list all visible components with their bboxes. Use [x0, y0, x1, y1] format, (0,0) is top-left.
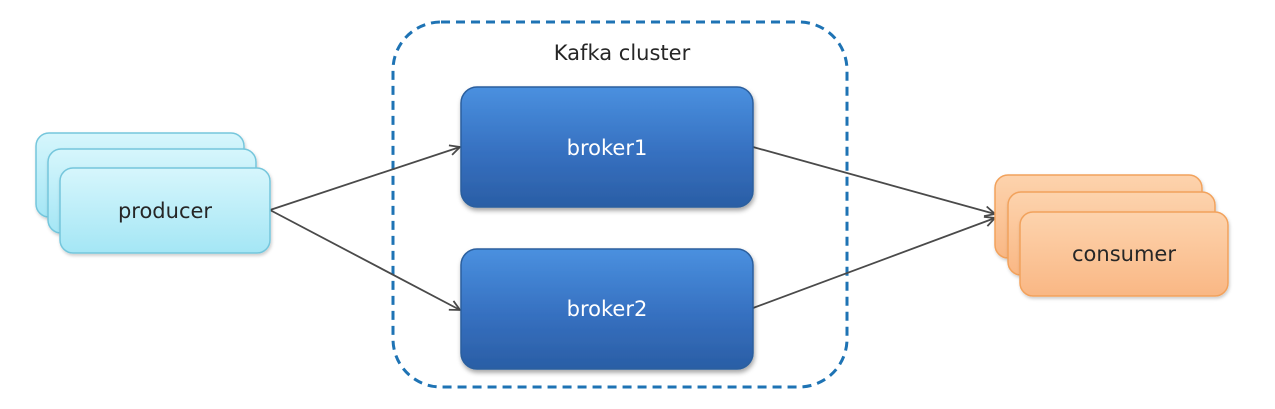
consumer-node: consumer — [994, 174, 1229, 297]
edge-broker1-consumer — [752, 146, 995, 214]
broker2-node: broker2 — [460, 248, 754, 370]
edge-broker2-consumer — [752, 218, 995, 309]
edge-producer-broker2 — [269, 209, 460, 310]
broker1-label: broker1 — [567, 136, 648, 160]
broker2-label: broker2 — [567, 297, 648, 321]
broker1-box — [460, 86, 754, 208]
producer-label: producer — [118, 199, 212, 223]
consumer-stack-front — [1019, 211, 1229, 297]
broker1-node: broker1 — [460, 86, 754, 208]
edge-producer-broker1 — [269, 147, 460, 211]
producer-stack-front — [59, 167, 271, 254]
consumer-label: consumer — [1072, 242, 1176, 266]
producer-node: producer — [35, 132, 271, 254]
kafka-cluster-label: Kafka cluster — [554, 41, 691, 65]
broker2-box — [460, 248, 754, 370]
